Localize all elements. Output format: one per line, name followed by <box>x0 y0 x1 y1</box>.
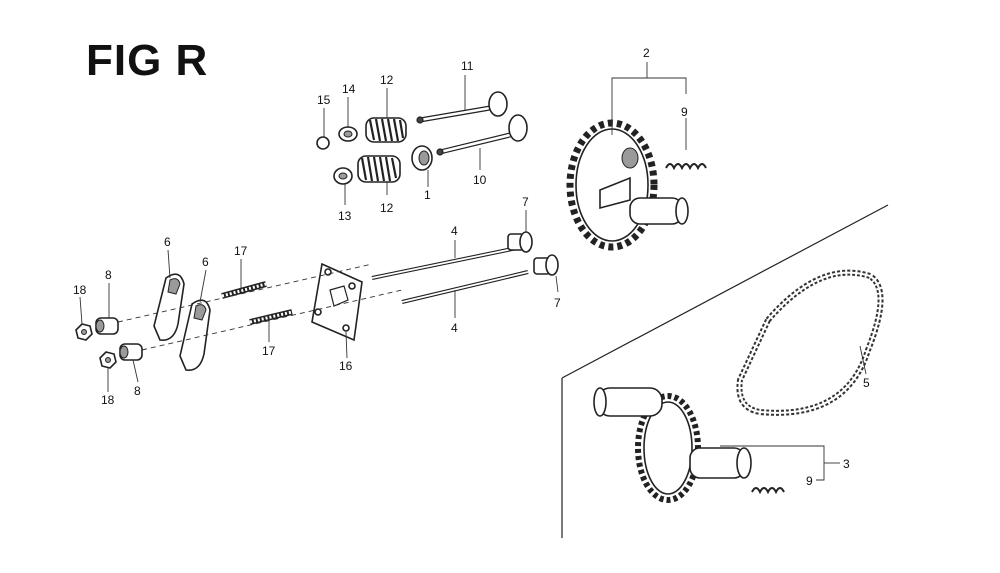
leader-lines <box>79 62 867 481</box>
spring-9-lower <box>751 487 785 495</box>
callout-6-left: 6 <box>164 235 171 249</box>
callout-13: 13 <box>338 209 352 223</box>
callout-1: 1 <box>424 188 431 202</box>
tappet-lower <box>533 254 559 276</box>
callout-labels: 2 9 11 10 12 12 14 15 13 1 7 7 4 4 6 6 1… <box>73 46 870 488</box>
callout-9-lower: 9 <box>806 474 813 488</box>
callout-14: 14 <box>342 82 356 96</box>
valve-spring-upper <box>365 117 407 143</box>
spring-9-upper <box>665 163 707 171</box>
callout-6-right: 6 <box>202 255 209 269</box>
valve-rotator-1 <box>411 145 433 171</box>
callout-8-upper: 8 <box>105 268 112 282</box>
callout-17-upper: 17 <box>234 244 248 258</box>
nut-upper <box>75 323 93 341</box>
stud-lower <box>249 309 293 325</box>
callout-7-lower: 7 <box>554 296 561 310</box>
valve-key-15 <box>316 136 330 150</box>
callout-2: 2 <box>643 46 650 60</box>
callout-17-lower: 17 <box>262 344 276 358</box>
callout-11: 11 <box>461 59 474 73</box>
assembly-guides <box>117 263 403 351</box>
push-rod-upper <box>371 245 523 280</box>
callout-4-upper: 4 <box>451 224 458 238</box>
callout-12-lower: 12 <box>380 201 394 215</box>
tappet-upper <box>507 231 533 253</box>
pivot-lower <box>119 343 143 361</box>
valve-11 <box>416 91 508 124</box>
callout-3: 3 <box>843 457 850 471</box>
callout-9-upper: 9 <box>681 105 688 119</box>
callout-15: 15 <box>317 93 331 107</box>
stud-upper <box>221 281 267 299</box>
figure-title: FIG R <box>86 36 209 85</box>
rocker-guide-plate <box>311 262 363 342</box>
nut-lower <box>99 351 117 369</box>
callout-18-upper: 18 <box>73 283 87 297</box>
callout-12-upper: 12 <box>380 73 394 87</box>
timing-chain <box>736 269 884 416</box>
spring-retainer-13 <box>333 167 353 185</box>
callout-10: 10 <box>473 173 487 187</box>
rocker-arm-left <box>153 273 185 341</box>
spring-retainer-14 <box>338 126 358 142</box>
push-rod-lower <box>401 270 529 304</box>
valve-spring-lower <box>357 155 401 183</box>
camshaft-gear <box>566 119 689 251</box>
pivot-upper <box>95 317 119 335</box>
valve-10 <box>436 114 528 156</box>
callout-4-lower: 4 <box>451 321 458 335</box>
callout-7-upper: 7 <box>522 195 529 209</box>
callout-16: 16 <box>339 359 353 373</box>
crank-gear <box>593 387 752 503</box>
callout-18-lower: 18 <box>101 393 115 407</box>
inset-divider <box>561 204 889 538</box>
callout-5: 5 <box>863 376 870 390</box>
callout-8-lower: 8 <box>134 384 141 398</box>
